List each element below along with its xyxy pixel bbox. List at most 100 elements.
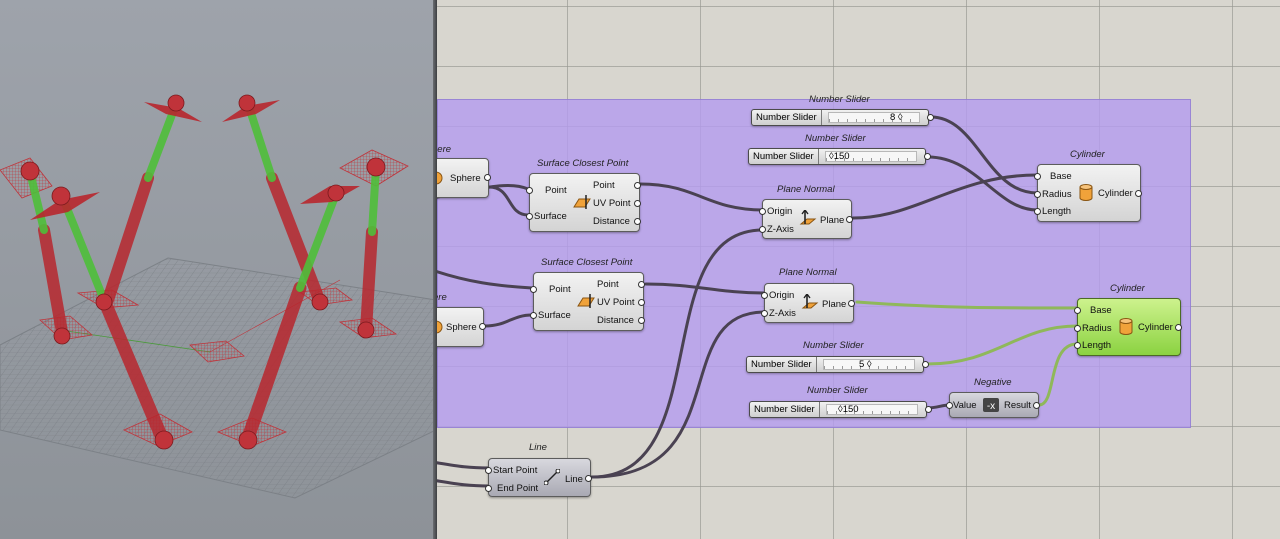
scp-top-title: Surface Closest Point bbox=[537, 158, 629, 169]
negative-output-port[interactable] bbox=[1033, 402, 1040, 409]
sphere-top-component[interactable]: Sphere bbox=[437, 158, 491, 198]
scp-bottom-input-surface[interactable] bbox=[530, 312, 537, 319]
plane-bottom-output-port[interactable] bbox=[848, 300, 855, 307]
plane-bottom-component[interactable]: Origin Z-Axis Plane bbox=[761, 283, 855, 323]
slider-3-name: Number Slider bbox=[747, 357, 817, 372]
scp-top-input-label: Surface bbox=[534, 211, 567, 222]
wire bbox=[437, 461, 491, 470]
scp-bottom-component[interactable]: Point Surface Point UV Point Distance bbox=[530, 272, 645, 331]
scp-bottom-output-label: UV Point bbox=[597, 297, 635, 308]
cyl-bottom-input-radius[interactable] bbox=[1074, 325, 1081, 332]
slider-4-title: Number Slider bbox=[807, 385, 868, 396]
scp-bottom-output-distance[interactable] bbox=[638, 317, 645, 324]
scp-top-output-label: Point bbox=[593, 180, 615, 191]
slider-2-track[interactable] bbox=[825, 151, 917, 162]
slider-4-name: Number Slider bbox=[750, 402, 820, 417]
plane-top-output-port[interactable] bbox=[846, 216, 853, 223]
cylinder-icon bbox=[1119, 318, 1133, 335]
number-slider-4[interactable]: Number Slider ◊150 bbox=[749, 401, 932, 418]
viewport-divider[interactable] bbox=[433, 0, 437, 539]
negative-output-label: Result bbox=[1004, 400, 1031, 411]
number-slider-2[interactable]: Number Slider ◊150 bbox=[748, 148, 931, 165]
scp-top-output-point[interactable] bbox=[634, 182, 641, 189]
cyl-top-input-radius[interactable] bbox=[1034, 191, 1041, 198]
cyl-bottom-output-port[interactable] bbox=[1175, 324, 1182, 331]
number-slider-1[interactable]: Number Slider 8 ◊ bbox=[751, 109, 934, 126]
cylinder-icon bbox=[1079, 184, 1093, 201]
slider-1-title: Number Slider bbox=[809, 94, 870, 105]
plane-top-input-label: Z-Axis bbox=[767, 224, 794, 235]
scp-top-input-label: Point bbox=[545, 185, 567, 196]
scp-bottom-output-label: Point bbox=[597, 279, 619, 290]
sphere-top-title: here bbox=[437, 144, 452, 155]
plane-top-title: Plane Normal bbox=[777, 184, 835, 195]
line-input-end[interactable] bbox=[485, 485, 492, 492]
scp-bottom-output-uv[interactable] bbox=[638, 299, 645, 306]
slider-1-output-port[interactable] bbox=[927, 114, 934, 121]
scp-top-output-label: UV Point bbox=[593, 198, 631, 209]
slider-3-output-port[interactable] bbox=[922, 361, 929, 368]
scp-top-output-uv[interactable] bbox=[634, 200, 641, 207]
plane-normal-icon bbox=[799, 210, 817, 225]
cyl-top-output-label: Cylinder bbox=[1098, 188, 1133, 199]
negative-input-port[interactable] bbox=[946, 402, 953, 409]
plane-normal-icon bbox=[801, 294, 819, 309]
plane-top-input-label: Origin bbox=[767, 206, 793, 217]
scp-top-component[interactable]: Point Surface Point UV Point Distance bbox=[526, 173, 641, 232]
slider-4-value[interactable]: ◊150 bbox=[838, 404, 859, 415]
grasshopper-canvas[interactable]: here Sphere ere Sphere Surface Closest P… bbox=[437, 0, 1280, 539]
cyl-top-component[interactable]: Base Radius Length Cylinder bbox=[1034, 164, 1142, 222]
cyl-bottom-output-label: Cylinder bbox=[1138, 322, 1173, 333]
sphere-bottom-output-port[interactable] bbox=[479, 323, 486, 330]
plane-top-output-label: Plane bbox=[820, 215, 845, 226]
sphere-bottom-title: ere bbox=[437, 292, 447, 303]
line-output-port[interactable] bbox=[585, 475, 592, 482]
slider-2-value[interactable]: ◊150 bbox=[829, 151, 850, 162]
cyl-top-input-label: Base bbox=[1050, 171, 1072, 182]
cyl-bottom-component[interactable]: Base Radius Length Cylinder bbox=[1074, 298, 1182, 356]
cyl-bottom-title: Cylinder bbox=[1110, 283, 1145, 294]
cyl-bottom-input-length[interactable] bbox=[1074, 342, 1081, 349]
plane-bottom-input-origin[interactable] bbox=[761, 292, 768, 299]
slider-1-track[interactable] bbox=[828, 112, 920, 123]
sphere-icon bbox=[437, 320, 443, 334]
slider-3-value[interactable]: 5 ◊ bbox=[859, 359, 872, 370]
cyl-top-input-length[interactable] bbox=[1034, 208, 1041, 215]
sphere-bottom-component[interactable]: Sphere bbox=[437, 307, 486, 347]
line-input-start[interactable] bbox=[485, 467, 492, 474]
number-slider-3[interactable]: Number Slider 5 ◊ bbox=[746, 356, 929, 373]
slider-4-track[interactable] bbox=[826, 404, 918, 415]
sphere-top-output-label: Sphere bbox=[450, 173, 481, 184]
cyl-bottom-input-label: Radius bbox=[1082, 323, 1112, 334]
scp-top-output-distance[interactable] bbox=[634, 218, 641, 225]
plane-top-input-zaxis[interactable] bbox=[759, 226, 766, 233]
rhino-viewport[interactable] bbox=[0, 0, 436, 539]
plane-top-component[interactable]: Origin Z-Axis Plane bbox=[759, 199, 853, 239]
plane-top-input-origin[interactable] bbox=[759, 208, 766, 215]
cyl-top-input-base[interactable] bbox=[1034, 173, 1041, 180]
scp-top-input-point[interactable] bbox=[526, 187, 533, 194]
line-component[interactable]: Start Point End Point Line bbox=[485, 458, 592, 497]
cyl-top-input-label: Length bbox=[1042, 206, 1072, 217]
cyl-top-title: Cylinder bbox=[1070, 149, 1105, 160]
slider-3-title: Number Slider bbox=[803, 340, 864, 351]
slider-1-value[interactable]: 8 ◊ bbox=[890, 112, 903, 123]
scp-bottom-input-point[interactable] bbox=[530, 286, 537, 293]
viewport-geometry bbox=[0, 94, 436, 499]
joint-spheres bbox=[20, 94, 386, 450]
plane-bottom-title: Plane Normal bbox=[779, 267, 837, 278]
scp-top-input-surface[interactable] bbox=[526, 213, 533, 220]
plane-bottom-input-zaxis[interactable] bbox=[761, 310, 768, 317]
slider-3-track[interactable] bbox=[823, 359, 915, 370]
slider-2-output-port[interactable] bbox=[924, 153, 931, 160]
cyl-bottom-input-base[interactable] bbox=[1074, 307, 1081, 314]
line-input-label: End Point bbox=[497, 483, 539, 494]
sphere-bottom-output-label: Sphere bbox=[446, 322, 477, 333]
slider-1-name: Number Slider bbox=[752, 110, 822, 125]
cyl-top-output-port[interactable] bbox=[1135, 190, 1142, 197]
sphere-top-output-port[interactable] bbox=[484, 174, 491, 181]
slider-4-output-port[interactable] bbox=[925, 406, 932, 413]
scp-bottom-output-point[interactable] bbox=[638, 281, 645, 288]
closest-point-icon bbox=[577, 294, 595, 308]
negative-component[interactable]: Value -x Result bbox=[946, 392, 1040, 418]
